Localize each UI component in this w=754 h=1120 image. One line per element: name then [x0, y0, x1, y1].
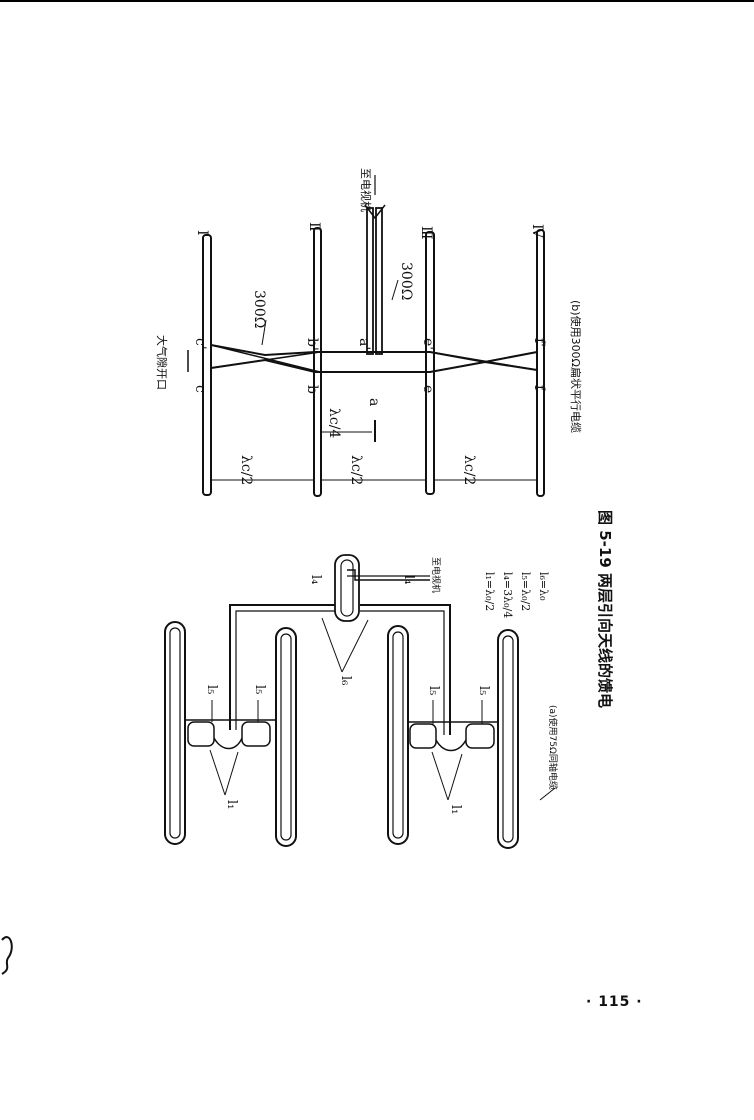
- dipole-3: [387, 625, 409, 845]
- label-l5-b: l₅: [252, 685, 267, 694]
- label-l5-c: l₅: [426, 686, 441, 695]
- scan-mark: [1, 936, 13, 975]
- dipole-4: [497, 629, 519, 849]
- element-label-III: Ⅲ: [418, 226, 434, 240]
- spacing-1: λc/2: [238, 455, 254, 485]
- element-label-II: Ⅱ: [306, 222, 322, 232]
- spacing-2: λc/2: [348, 455, 364, 485]
- label-l4-a: l₄: [308, 575, 323, 584]
- diagram-a: [164, 554, 556, 849]
- point-b: b: [304, 385, 320, 394]
- formula-2: l₄=3λ₀/4: [501, 572, 514, 618]
- point-b-prime: b': [304, 338, 320, 351]
- caption-a: (a)使用75Ω同轴电缆: [547, 705, 559, 790]
- element-I: [202, 234, 212, 496]
- point-e-prime: e': [420, 338, 436, 350]
- point-c-prime: c': [192, 338, 208, 350]
- formula-4: l₆=λ₀: [537, 572, 550, 601]
- feeder-upper: [210, 344, 538, 364]
- point-c: c: [192, 385, 208, 393]
- dipole-2: [275, 627, 297, 847]
- element-label-I: Ⅰ: [194, 230, 210, 236]
- label-l1-right: l₁: [448, 805, 463, 814]
- quarter-wave: λc/4: [326, 408, 342, 438]
- cable-label-b: 至电视机: [359, 168, 373, 212]
- formula-1: l₁=λ₀/2: [483, 572, 496, 611]
- top-border-line: [0, 0, 754, 2]
- diagram-b: [187, 175, 545, 497]
- page-number: · 115 ·: [586, 994, 643, 1010]
- label-l6: l₆: [338, 676, 353, 685]
- label-l5-d: l₅: [476, 686, 491, 695]
- dipole-1: [164, 621, 186, 845]
- label-l5-a: l₅: [204, 685, 219, 694]
- point-a-prime: a': [356, 338, 372, 350]
- impedance-left: 300Ω: [251, 290, 267, 328]
- point-f-prime: f': [531, 338, 547, 347]
- formula-3: l₅=λ₀/2: [519, 572, 532, 611]
- gap-label: 大气隙开口: [155, 335, 169, 390]
- label-l1-left: l₁: [224, 800, 239, 809]
- figure-caption: 图 5-19 两层引向天线的馈电: [596, 510, 614, 708]
- element-II: [313, 227, 322, 497]
- caption-b: (b)使用300Ω扁状平行电缆: [569, 300, 583, 433]
- label-l4-b: l₄: [401, 575, 416, 584]
- spacing-3: λc/2: [461, 455, 477, 485]
- element-III: [425, 231, 435, 495]
- element-label-IV: Ⅳ: [529, 224, 545, 239]
- cable-label-a: 至电视机: [430, 557, 442, 593]
- point-f: f: [531, 385, 547, 392]
- point-e: e: [420, 385, 436, 393]
- element-IV: [536, 229, 545, 497]
- point-a: a: [366, 398, 382, 406]
- impedance-cable: 300Ω: [398, 262, 414, 300]
